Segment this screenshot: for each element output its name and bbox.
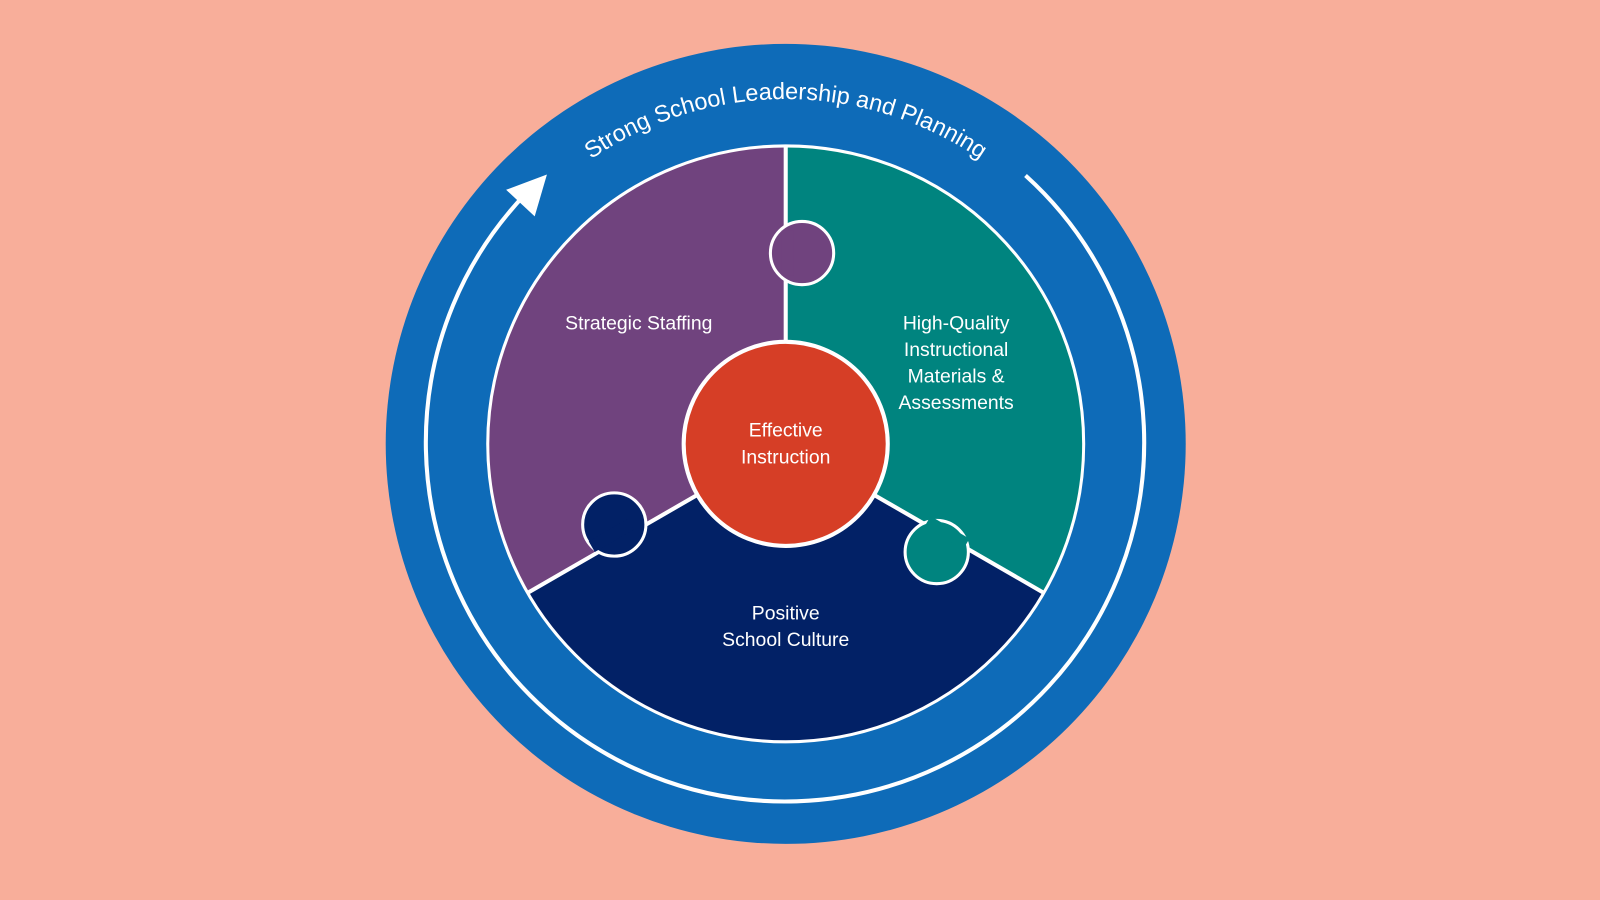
center-label-line2: Instruction — [741, 446, 830, 468]
puzzle-tab-staffing-neck — [781, 230, 794, 276]
culture-label-line1: Positive — [752, 602, 820, 624]
materials-label-line2: Instructional — [904, 339, 1008, 361]
center-label-line1: Effective — [749, 420, 823, 442]
materials-label-line3: Materials & — [908, 366, 1005, 388]
arrow-head-icon — [506, 174, 547, 217]
materials-label-line1: High-Quality — [903, 313, 1010, 335]
center-circle — [681, 339, 890, 548]
puzzle-tab-materials-neck — [924, 516, 970, 550]
cycle-arrow-arc — [423, 173, 1147, 804]
materials-label-line4: Assessments — [899, 392, 1014, 414]
puzzle-tab-staffing — [768, 219, 836, 287]
staffing-label: Strategic Staffing — [565, 313, 712, 335]
culture-label-line2: School Culture — [722, 629, 849, 651]
puzzle-tab-culture-neck — [588, 518, 634, 553]
